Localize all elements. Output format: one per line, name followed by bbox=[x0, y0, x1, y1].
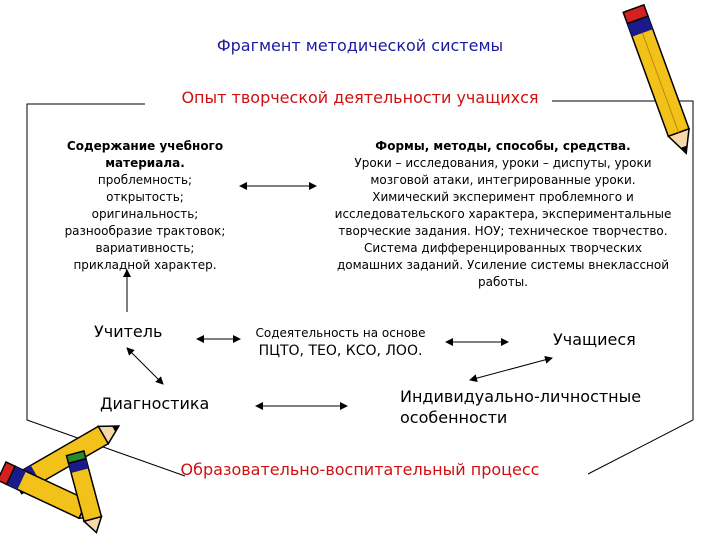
individual-line2: особенности bbox=[400, 408, 508, 427]
content-heading: Содержание учебного материала. bbox=[66, 139, 224, 170]
content-item: оригинальность; bbox=[91, 207, 199, 221]
subtitle: Опыт творческой деятельности учащихся bbox=[181, 88, 539, 107]
forms-line: Химический эксперимент проблемного и bbox=[372, 190, 634, 204]
forms-line: работы. bbox=[478, 275, 528, 289]
content-item: вариативность; bbox=[95, 241, 195, 255]
frame-right-line bbox=[552, 100, 694, 475]
content-block: Содержание учебного материала. проблемно… bbox=[50, 138, 240, 274]
forms-line: творческие задания. НОУ; техническое тво… bbox=[338, 224, 668, 238]
pencil-bottom-left-3-icon bbox=[65, 450, 103, 534]
bottom-title: Образовательно-воспитательный процесс bbox=[180, 460, 540, 479]
content-item: проблемность; bbox=[97, 173, 193, 187]
individual-line1: Индивидуально-личностные bbox=[400, 387, 642, 406]
forms-line: Система дифференцированных творческих bbox=[364, 241, 642, 255]
node-students: Учащиеся bbox=[553, 330, 636, 349]
node-individual: Индивидуально-личностные особенности bbox=[400, 386, 641, 428]
forms-block: Формы, методы, способы, средства. Уроки … bbox=[322, 138, 684, 291]
arrow-individual-students bbox=[469, 355, 553, 383]
forms-line: домашних заданий. Усиление системы внекл… bbox=[336, 258, 670, 272]
frame-left-line bbox=[26, 103, 186, 477]
forms-line: исследовательского характера, эксперимен… bbox=[334, 207, 672, 221]
arrow-teacher-diagnostics bbox=[126, 347, 164, 385]
pencil-top-right-icon bbox=[622, 3, 690, 155]
content-item: открытость; bbox=[106, 190, 184, 204]
forms-line: мозговой атаки, интегрированные уроки. bbox=[370, 173, 636, 187]
forms-line: Уроки – исследования, уроки – диспуты, у… bbox=[354, 156, 652, 170]
node-teacher: Учитель bbox=[94, 322, 163, 341]
forms-heading: Формы, методы, способы, средства. bbox=[375, 139, 631, 153]
codev-line2: ПЦТО, ТЕО, КСО, ЛОО. bbox=[258, 343, 423, 359]
codev-line1: Содеятельность на основе bbox=[255, 326, 426, 340]
content-item: разнообразие трактовок; bbox=[64, 224, 226, 238]
node-codevelopment: Содеятельность на основе ПЦТО, ТЕО, КСО,… bbox=[228, 324, 453, 360]
content-item: прикладной характер. bbox=[73, 258, 217, 272]
page-title: Фрагмент методической системы bbox=[216, 36, 504, 55]
node-diagnostics: Диагностика bbox=[100, 394, 210, 413]
